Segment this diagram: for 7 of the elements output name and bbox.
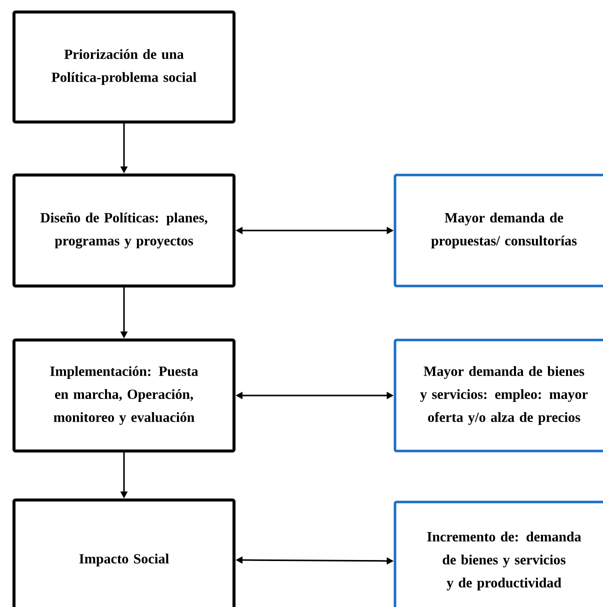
effect-box: Incremento de: demanda de bienes y servicios y de productividad [394,500,603,607]
effect-box: Mayor demanda de propuestas/ consultorías [394,174,603,288]
process-box: Implementación: Puesta en marcha, Operación, monitoreo y evaluación [12,338,236,452]
process-box: Diseño de Políticas: planes, programas y proyectos [12,174,236,288]
effect-box: Mayor demanda de bienes y servicios: empleo: mayor oferta y/o alza de precios [394,338,603,452]
process-box: Impacto Social [12,498,236,607]
process-box: Priorización de una Política-problema social [12,10,236,124]
